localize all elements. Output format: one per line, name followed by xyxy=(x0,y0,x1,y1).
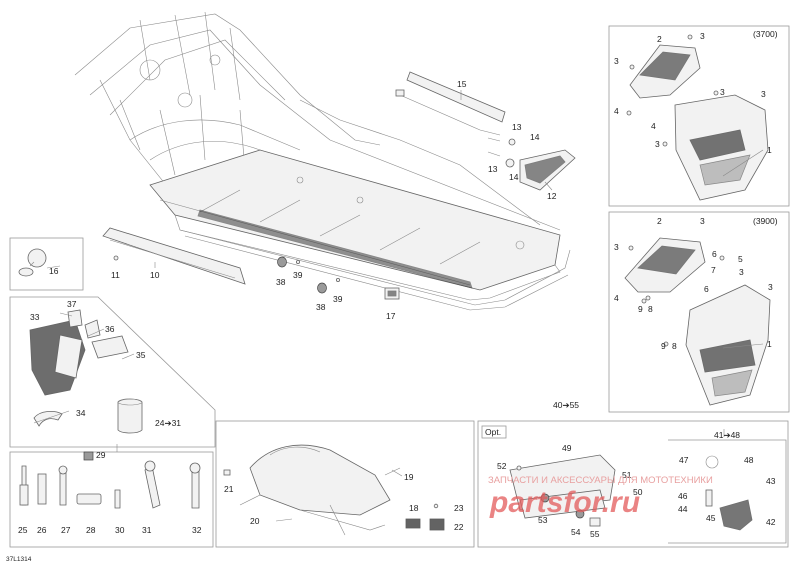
callout-13a: 13 xyxy=(512,122,522,132)
callout-23: 23 xyxy=(454,503,464,513)
callout-1b: 1 xyxy=(767,339,772,349)
callout-4b: 4 xyxy=(651,121,656,131)
callout-49: 49 xyxy=(562,443,572,453)
watermark: ЗАПЧАСТИ И АКСЕССУАРЫ ДЛЯ МОТОТЕХНИКИ pa… xyxy=(488,475,713,519)
box-3900 xyxy=(608,211,790,413)
callout-30: 30 xyxy=(115,525,125,535)
box-tools xyxy=(9,444,214,548)
watermark-brand: partsfor.ru xyxy=(489,486,640,519)
callout-54: 54 xyxy=(571,527,581,537)
watermark-tagline: ЗАПЧАСТИ И АКСЕССУАРЫ ДЛЯ МОТОТЕХНИКИ xyxy=(488,475,713,486)
callout-42: 42 xyxy=(766,517,776,527)
callout-3d: 3 xyxy=(761,89,766,99)
callout-8b: 8 xyxy=(672,341,677,351)
callout-14a: 14 xyxy=(530,132,540,142)
part-10-panel xyxy=(102,227,246,285)
callout-3a: 3 xyxy=(700,31,705,41)
callout-6a: 6 xyxy=(712,249,717,259)
callout-38a: 38 xyxy=(276,277,286,287)
callout-13b: 13 xyxy=(488,164,498,174)
callout-44: 44 xyxy=(678,504,688,514)
callout-labels: 15 13 14 13 14 12 16 11 10 39 38 39 38 1… xyxy=(6,29,778,563)
callout-34: 34 xyxy=(76,408,86,418)
box-33-37 xyxy=(9,296,216,448)
callout-32: 32 xyxy=(192,525,202,535)
callout-26: 26 xyxy=(37,525,47,535)
callout-3g: 3 xyxy=(614,242,619,252)
callout-1a: 1 xyxy=(767,145,772,155)
callout-36: 36 xyxy=(105,324,115,334)
callout-3h: 3 xyxy=(739,267,744,277)
callout-16: 16 xyxy=(49,266,59,276)
callout-9a: 9 xyxy=(638,304,643,314)
callout-27: 27 xyxy=(61,525,71,535)
callout-15: 15 xyxy=(457,79,467,89)
callout-6b: 6 xyxy=(704,284,709,294)
box-opt xyxy=(477,420,789,548)
callout-38b: 38 xyxy=(316,302,326,312)
part-15-strip xyxy=(395,71,506,136)
box-sled xyxy=(215,420,475,548)
part-17-bracket xyxy=(384,287,400,300)
callout-14b: 14 xyxy=(509,172,519,182)
callout-8a: 8 xyxy=(648,304,653,314)
callout-55: 55 xyxy=(590,529,600,539)
callout-48: 48 xyxy=(744,455,754,465)
callout-33: 33 xyxy=(30,312,40,322)
part-11-screw xyxy=(113,255,119,261)
box-16 xyxy=(9,237,84,291)
callout-50: 50 xyxy=(633,487,643,497)
callout-47: 47 xyxy=(679,455,689,465)
callout-45: 45 xyxy=(706,513,716,523)
callout-7: 7 xyxy=(711,265,716,275)
callout-2b: 2 xyxy=(657,216,662,226)
callout-3e: 3 xyxy=(655,139,660,149)
callout-17: 17 xyxy=(386,311,396,321)
callout-52: 52 xyxy=(497,461,507,471)
callout-31: 31 xyxy=(142,525,152,535)
callout-20: 20 xyxy=(250,516,260,526)
callout-37: 37 xyxy=(67,299,77,309)
callout-19: 19 xyxy=(404,472,414,482)
callout-2a: 2 xyxy=(657,34,662,44)
callout-18: 18 xyxy=(409,503,419,513)
opt-label: Opt. xyxy=(485,427,501,437)
part-38-39-hardware xyxy=(277,256,340,294)
callout-21: 21 xyxy=(224,484,234,494)
callout-12: 12 xyxy=(547,191,557,201)
box-3700 xyxy=(608,25,790,207)
callout-4a: 4 xyxy=(614,106,619,116)
callout-43: 43 xyxy=(766,476,776,486)
callout-4c: 4 xyxy=(614,293,619,303)
callout-53: 53 xyxy=(538,515,548,525)
callout-range-24-31: 24➔31 xyxy=(155,418,181,428)
callout-5: 5 xyxy=(738,254,743,264)
callout-3f: 3 xyxy=(700,216,705,226)
diagram-code: 37L1314 xyxy=(6,556,32,563)
callout-46: 46 xyxy=(678,491,688,501)
callout-51: 51 xyxy=(622,470,632,480)
callout-range-40-55: 40➔55 xyxy=(553,400,579,410)
callout-35: 35 xyxy=(136,350,146,360)
callout-28: 28 xyxy=(86,525,96,535)
callout-3i: 3 xyxy=(768,282,773,292)
callout-22: 22 xyxy=(454,522,464,532)
callout-9b: 9 xyxy=(661,341,666,351)
variant-3900: (3900) xyxy=(753,216,778,226)
callout-11: 11 xyxy=(111,270,120,280)
variant-3700: (3700) xyxy=(753,29,778,39)
callout-3c: 3 xyxy=(720,87,725,97)
callout-25: 25 xyxy=(18,525,28,535)
callout-range-41-48: 41➔48 xyxy=(714,430,740,440)
callout-39b: 39 xyxy=(333,294,343,304)
frame-assembly xyxy=(74,11,571,311)
callout-3b: 3 xyxy=(614,56,619,66)
callout-39a: 39 xyxy=(293,270,303,280)
callout-10: 10 xyxy=(150,270,160,280)
part-12-taillight xyxy=(519,149,576,191)
leader-lines xyxy=(33,90,764,522)
callout-29: 29 xyxy=(96,450,106,460)
part-13-14-hardware xyxy=(487,137,516,168)
